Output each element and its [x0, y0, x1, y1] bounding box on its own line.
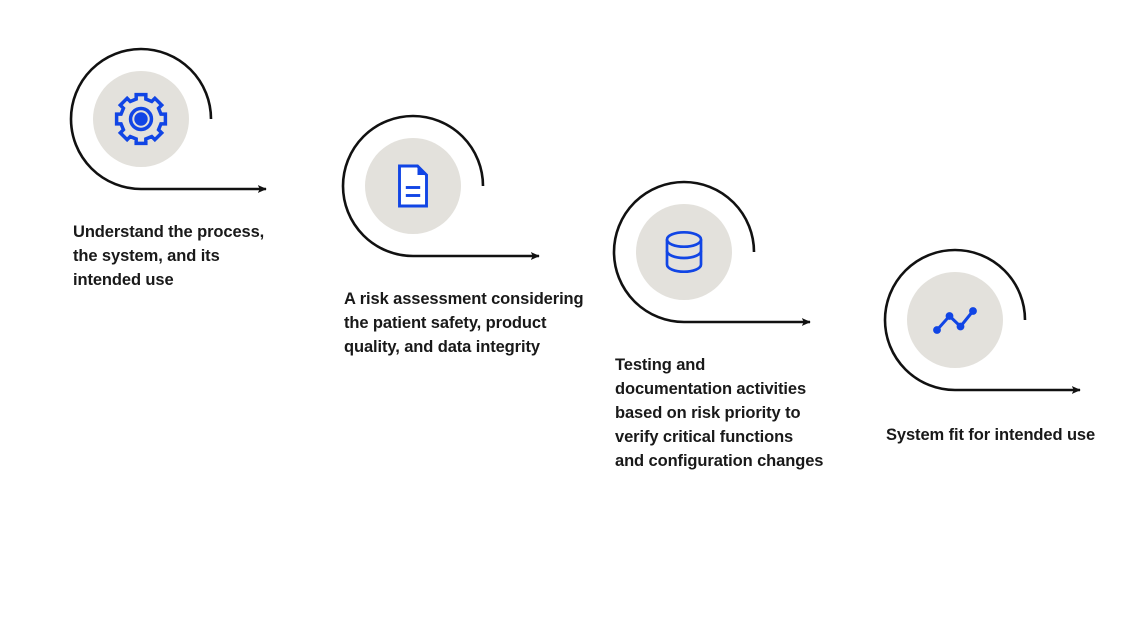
- step-4-spiral-path: [883, 248, 1081, 394]
- step-1-caption: Understand the process, the system, and …: [73, 223, 265, 289]
- step-1-group: [69, 47, 267, 193]
- step-2-group: [341, 114, 540, 260]
- database-icon: [665, 230, 703, 274]
- step-3-circle: [636, 204, 732, 300]
- line-chart-icon: [933, 307, 977, 334]
- step-3-group: [612, 180, 811, 326]
- step-4-caption: System fit for intended use: [886, 426, 1096, 444]
- step-3-spiral-path: [612, 180, 811, 326]
- step-4-group: [883, 248, 1081, 394]
- step-1-spiral-path: [69, 47, 267, 193]
- gear-icon: [114, 92, 168, 146]
- step-3-caption: Testing and documentation activities bas…: [615, 356, 824, 470]
- step-2-spiral-path: [341, 114, 540, 260]
- step-2-caption: A risk assessment considering the patien…: [344, 290, 584, 356]
- document-icon: [398, 164, 428, 208]
